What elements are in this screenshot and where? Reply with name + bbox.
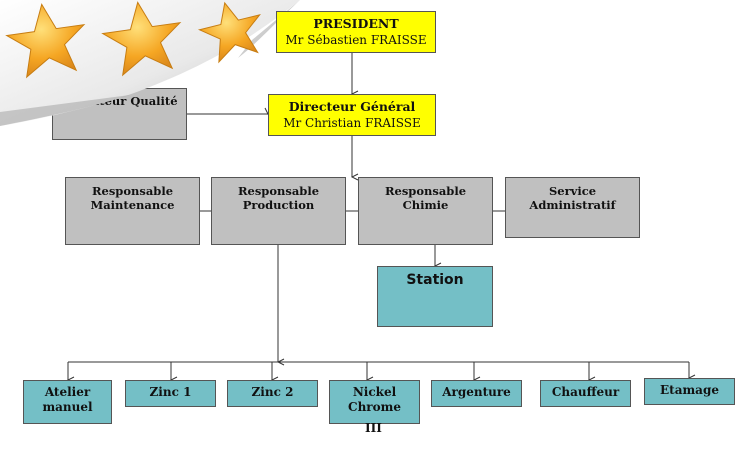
director-title: Directeur Général: [288, 99, 416, 114]
president-name: Mr Sébastien FRAISSE: [285, 33, 427, 47]
star-icon: [101, 1, 182, 77]
director-name: Mr Christian FRAISSE: [283, 116, 421, 130]
manager-line: Responsable: [237, 184, 320, 198]
station-label: Station: [406, 272, 464, 288]
manager-line: Maintenance: [90, 198, 175, 212]
workshop-line: Zinc 1: [149, 385, 192, 399]
workshop-line: Atelier: [44, 385, 91, 399]
workshop-line: manuel: [42, 400, 93, 414]
manager-line: Responsable: [91, 184, 174, 198]
workshop-zinc-2: Zinc 2: [227, 380, 318, 407]
workshop-line: Chauffeur: [551, 385, 620, 399]
president-title: PRESIDENT: [313, 16, 399, 31]
star-icon: [197, 1, 261, 64]
manager-line: Responsable: [384, 184, 467, 198]
director-box: Directeur Général Mr Christian FRAISSE: [268, 94, 436, 136]
president-box: PRESIDENT Mr Sébastien FRAISSE: [276, 11, 436, 53]
manager-line: Chimie: [402, 198, 449, 212]
manager-box-administratif: Service Administratif: [505, 177, 640, 238]
manager-line: Production: [242, 198, 315, 212]
manager-line: Service: [548, 184, 597, 198]
workshop-atelier-manuel: Atelier manuel: [23, 380, 112, 424]
workshop-chauffeur: Chauffeur: [540, 380, 631, 407]
workshop-zinc-1: Zinc 1: [125, 380, 216, 407]
workshop-nickel-chrome: Nickel Chrome: [329, 380, 420, 424]
manager-box-production: Responsable Production: [211, 177, 346, 245]
workshop-argenture: Argenture: [431, 380, 522, 407]
manager-box-chimie: Responsable Chimie: [358, 177, 493, 245]
workshop-line: Etamage: [660, 383, 719, 397]
workshop-etamage: Etamage: [644, 378, 735, 405]
manager-line: Administratif: [529, 198, 616, 212]
workshop-overflow-text: III: [365, 421, 382, 435]
manager-box-maintenance: Responsable Maintenance: [65, 177, 200, 245]
workshop-line: Zinc 2: [251, 385, 294, 399]
page-curl-overlay: [0, 0, 300, 126]
workshop-line: Argenture: [442, 385, 511, 399]
station-box: Station: [377, 266, 493, 327]
star-icon: [5, 3, 86, 79]
workshop-line: Nickel: [352, 385, 397, 399]
workshop-line: Chrome: [348, 400, 401, 414]
